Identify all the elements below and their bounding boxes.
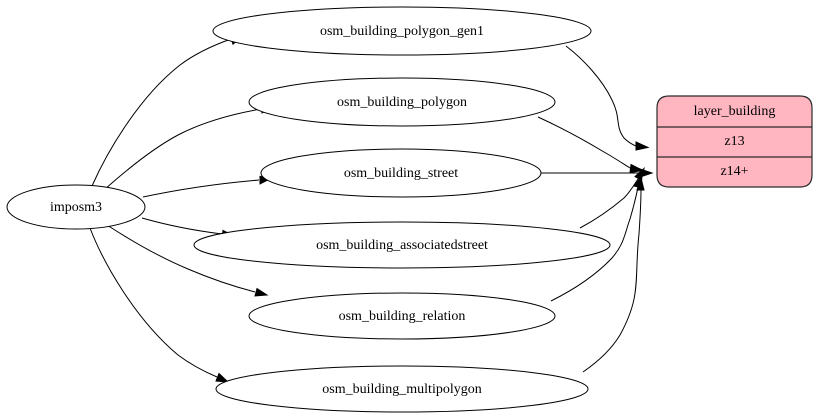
edge-line: [565, 45, 637, 147]
layer-row-title: layer_building: [694, 104, 776, 119]
node-ellipse-shape: [248, 292, 556, 340]
node-label: imposm3: [50, 200, 102, 215]
node-osm_building_polygon[interactable]: osm_building_polygon: [248, 77, 556, 127]
node-ellipse-shape: [215, 365, 589, 413]
node-ellipse-shape: [248, 77, 556, 127]
node-label: osm_building_polygon_gen1: [320, 24, 484, 39]
edge-osm_building_multipolygon-to-layer_building-z14plus: [582, 176, 645, 373]
node-ellipse-shape: [260, 148, 542, 198]
edge-line: [582, 189, 642, 373]
node-ellipse-shape: [193, 221, 611, 269]
edge-line: [142, 179, 260, 198]
node-label: osm_building_multipolygon: [322, 382, 481, 397]
edge-imposm3-to-osm_building_polygon_gen1: [91, 34, 244, 187]
node-label: osm_building_relation: [339, 309, 466, 324]
arrowhead: [636, 176, 645, 191]
node-label: osm_building_associatedstreet: [316, 238, 488, 253]
edge-group-tables-to-layer: [537, 45, 654, 373]
edge-line: [103, 108, 262, 191]
layer-body: [656, 95, 813, 188]
edge-osm_building_polygon-to-layer_building-z14plus: [537, 116, 645, 174]
edge-imposm3-to-osm_building_polygon: [103, 104, 275, 191]
edge-line: [579, 178, 639, 229]
node-label: osm_building_street: [344, 166, 458, 181]
node-layer_building[interactable]: layer_building z13 z14+: [656, 95, 813, 188]
node-imposm3[interactable]: imposm3: [6, 184, 146, 230]
edge-line: [106, 224, 256, 293]
node-osm_building_associatedstreet[interactable]: osm_building_associatedstreet: [193, 221, 611, 269]
arrowhead: [215, 372, 230, 383]
node-osm_building_street[interactable]: osm_building_street: [260, 148, 542, 198]
arrowhead: [635, 141, 650, 151]
edge-line: [89, 227, 218, 378]
edge-line: [537, 116, 631, 169]
edge-imposm3-to-osm_building_street: [142, 175, 273, 198]
edge-imposm3-to-osm_building_relation: [106, 224, 269, 297]
layer-row-z13: z13: [724, 134, 744, 149]
node-ellipse-shape: [212, 6, 592, 56]
edge-line: [550, 186, 639, 302]
node-osm_building_polygon_gen1[interactable]: osm_building_polygon_gen1: [212, 6, 592, 56]
node-osm_building_multipolygon[interactable]: osm_building_multipolygon: [215, 365, 589, 413]
edge-line: [141, 217, 223, 235]
edge-osm_building_associatedstreet-to-layer_building-z14plus: [579, 167, 645, 229]
node-label: osm_building_polygon: [337, 95, 467, 110]
edge-line: [91, 38, 232, 187]
layer-row-z14plus: z14+: [720, 164, 748, 179]
node-osm_building_relation[interactable]: osm_building_relation: [248, 292, 556, 340]
node-ellipse-shape: [6, 184, 146, 230]
arrowhead: [254, 287, 269, 297]
edge-osm_building_polygon_gen1-to-layer_building-z13: [565, 45, 650, 151]
edge-imposm3-to-osm_building_multipolygon: [89, 227, 230, 383]
